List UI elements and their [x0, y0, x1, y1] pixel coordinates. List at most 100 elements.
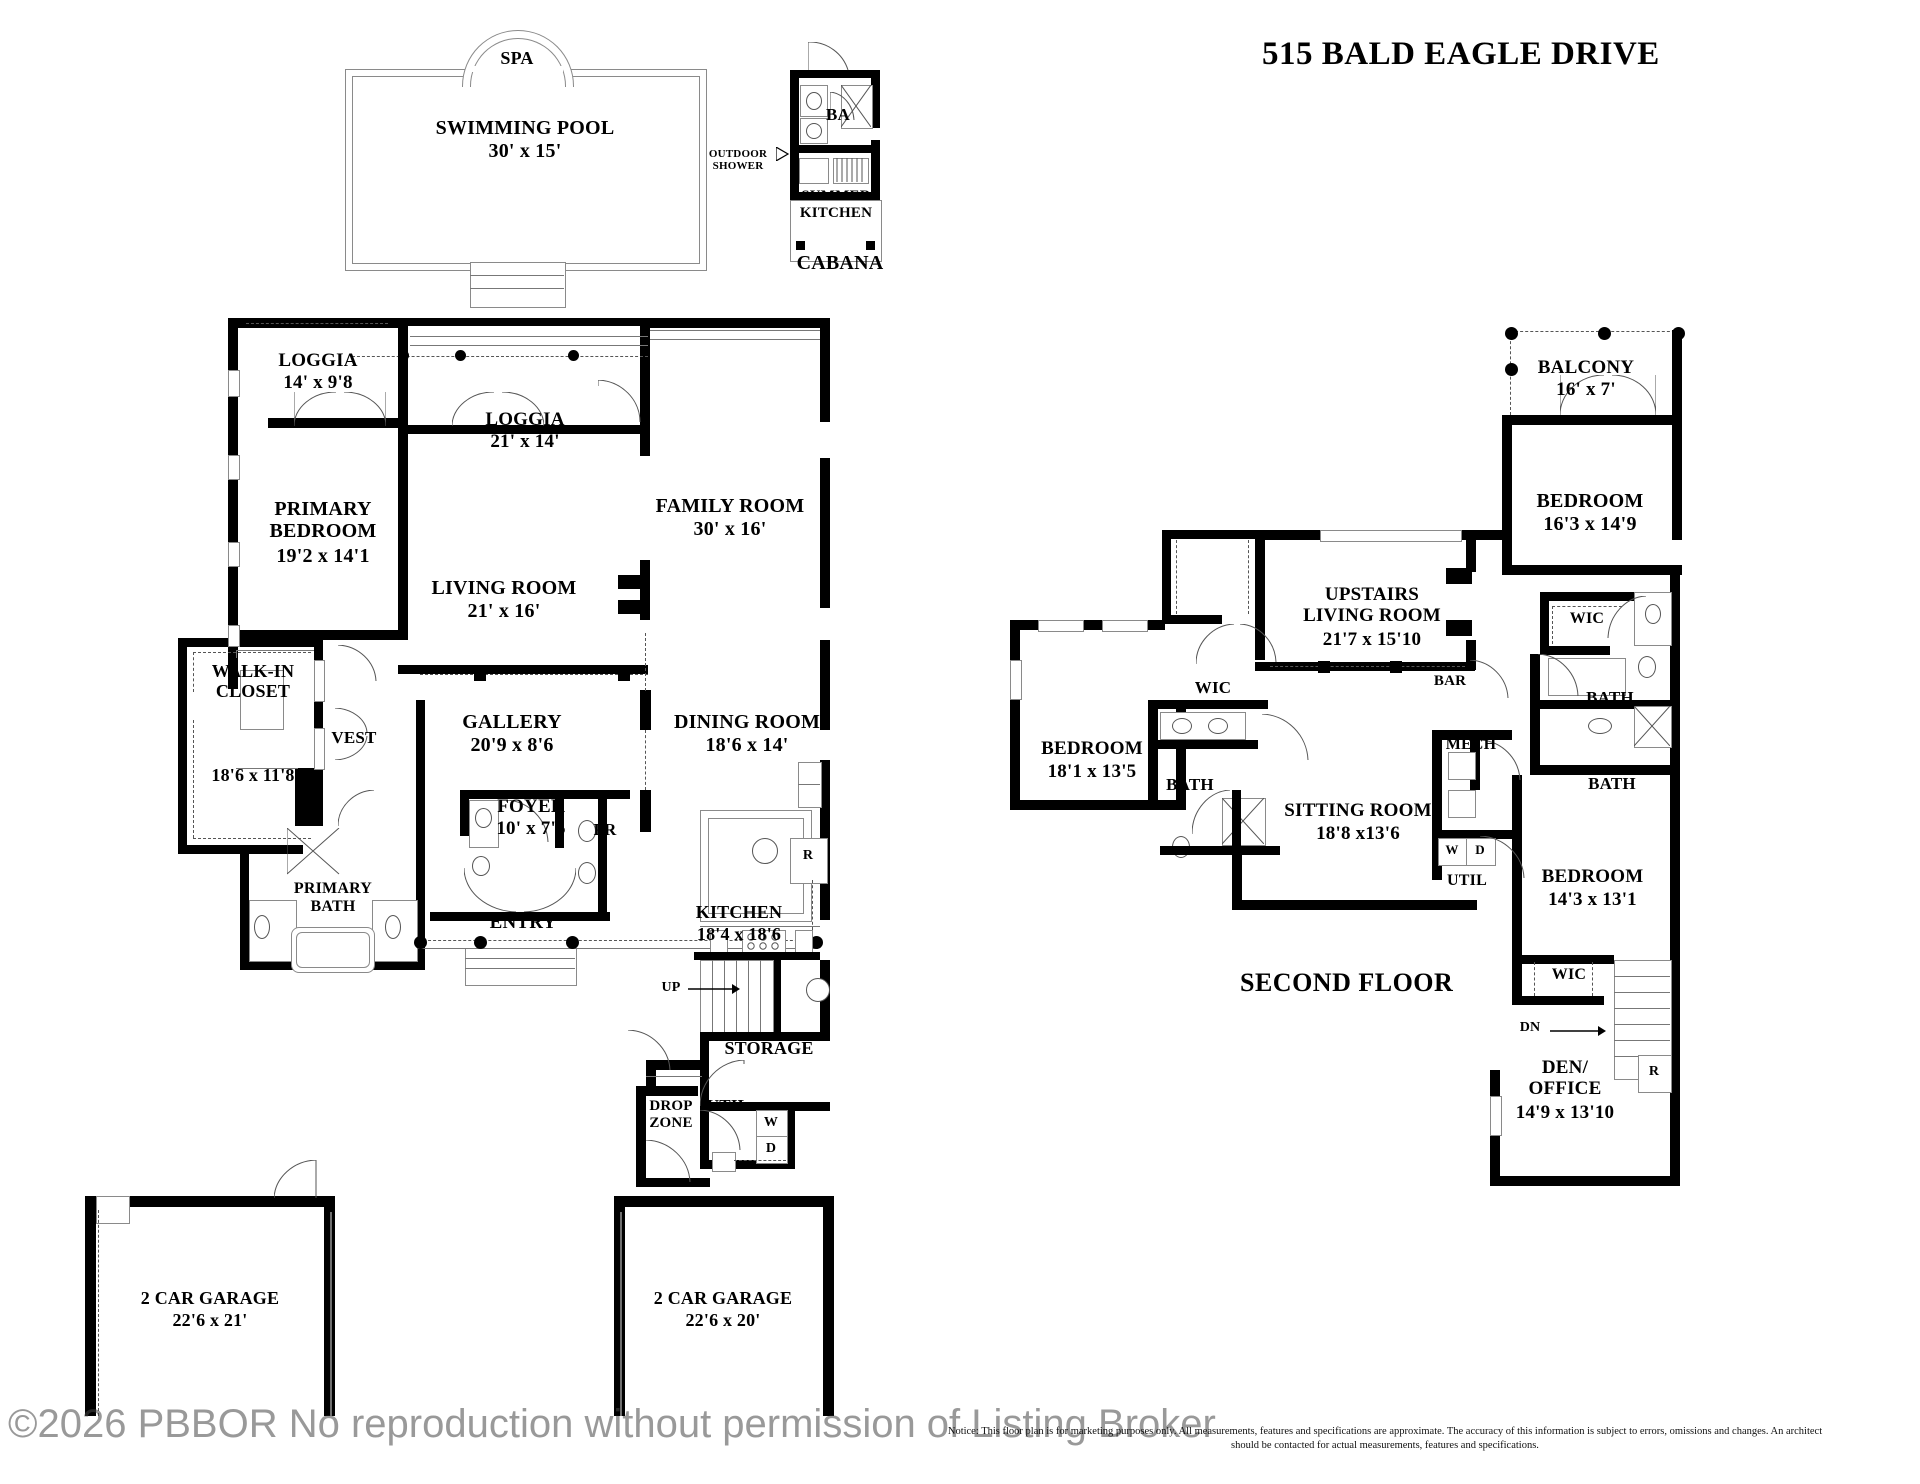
sf-br2-bath-top — [1148, 740, 1258, 749]
ff-dropzone-notch — [646, 1060, 708, 1070]
sf-label-wic-upper-right: WIC — [1569, 610, 1605, 627]
dryer-label: D — [765, 1141, 777, 1156]
ff-garage2-wall-right — [823, 1196, 834, 1416]
ff-family-beam2 — [650, 339, 820, 340]
room-gallery-name: GALLERY — [462, 711, 562, 733]
sf-bath2-door — [1192, 790, 1231, 834]
room-family-dims: 30' x 16' — [693, 518, 767, 540]
ff-foyer-wall-top — [460, 790, 630, 799]
vest-door-mid — [335, 708, 368, 760]
util-line — [734, 1160, 786, 1161]
room-foyer-name: FOYER — [497, 796, 565, 817]
stair-tread — [736, 960, 737, 1038]
sf-dryer-label: D — [1475, 842, 1485, 857]
room-gallery-dims: 20'9 x 8'6 — [470, 734, 554, 756]
sf-room-sitting-dims: 18'8 x13'6 — [1316, 823, 1400, 844]
ff-wall-loggia-bottom — [268, 418, 408, 428]
cabana-sink-bowl — [806, 92, 822, 110]
sf-sitting-wall-bottom — [1232, 900, 1477, 910]
ff-wall-left-4 — [228, 565, 238, 625]
room-garage2-dims: 22'6 x 20' — [685, 1310, 761, 1330]
dryer — [756, 1136, 788, 1164]
ff-pr-wall — [555, 790, 564, 848]
sf-ulr-wall-left — [1255, 530, 1265, 660]
util-door — [700, 1110, 741, 1151]
ff-wic-wall-top — [178, 638, 323, 647]
sf-label-mech: MECH — [1445, 736, 1497, 753]
wic-counter-v — [236, 650, 237, 658]
ff-foyer-wall-left — [460, 790, 469, 836]
sf-room-bedroom2-dims: 18'1 x 13'5 — [1047, 761, 1137, 782]
ff-foyer-wall-bottom — [430, 912, 610, 921]
sf-mech-door — [1480, 740, 1521, 781]
ff-util-wall-right — [786, 1102, 795, 1162]
kitchen-island-inner — [708, 818, 804, 914]
cabana-summer-kitchen-outline — [790, 200, 882, 262]
page-title: 515 BALD EAGLE DRIVE — [1262, 36, 1660, 72]
sf-label-wic-lower-right: WIC — [1551, 966, 1587, 983]
summer-kitchen-label: SUMMER KITCHEN — [799, 188, 873, 221]
sf-br1-wall-top — [1502, 415, 1682, 425]
sf-window-left-c — [1010, 660, 1022, 700]
stair-up-arrow-icon — [688, 984, 740, 994]
ff-dining-wall-left-a — [640, 690, 651, 730]
wic-counter — [236, 650, 314, 651]
wic-shelf — [193, 652, 311, 653]
room-loggia-large-dims: 21' x 14' — [490, 431, 560, 452]
ff-wic-wall-bottom — [178, 845, 303, 854]
sf-wic1-wall-left — [1540, 592, 1549, 654]
cabana-wall-right-upper — [871, 70, 880, 128]
room-loggia-large-name: LOGGIA — [485, 409, 565, 430]
stair-tread-dn — [1614, 1040, 1670, 1041]
den-fridge — [1638, 1055, 1672, 1093]
room-family-name: FAMILY ROOM — [655, 495, 805, 517]
sf-dryer — [1466, 838, 1496, 866]
balcony-column — [1598, 327, 1611, 340]
balcony-column — [1505, 363, 1518, 376]
sf-label-bath-upper-right: BATH — [1586, 688, 1634, 707]
ff-garage1-door-line — [330, 1212, 332, 1416]
bath1-tub — [1548, 658, 1626, 696]
loggia-french-door — [294, 392, 386, 426]
label-dn: DN — [1519, 1020, 1541, 1035]
kitchen-door — [628, 1030, 671, 1071]
ff-lr-fr-divider-c — [618, 600, 642, 614]
sf-bath1-wall-right — [1670, 575, 1680, 775]
sf-washer — [1438, 838, 1468, 866]
sf-label-util: UTIL — [1447, 872, 1487, 889]
ff-loggia-beam2 — [410, 345, 648, 346]
disclaimer-notice: Notice: This floor plan is for marketing… — [947, 1426, 1823, 1452]
sf-wic1-door — [1607, 596, 1646, 639]
cabana-wall-top — [790, 70, 880, 78]
sf-br2-wall-left — [1010, 620, 1020, 810]
stair-tread-dn — [1614, 1008, 1670, 1009]
wic1-shelf-v — [1552, 606, 1553, 644]
sf-ulr-wall-right-a — [1466, 540, 1476, 572]
toilet-icon — [806, 123, 822, 139]
mech-unit-b — [1448, 790, 1476, 818]
ff-pb-wall-right — [398, 418, 408, 640]
sf-room-bedroom1-dims: 16'3 x 14'9 — [1543, 513, 1637, 535]
garage1-entry-door — [274, 1160, 317, 1199]
loggia-column — [568, 350, 579, 361]
sf-label-bath-lower-right: BATH — [1588, 774, 1636, 793]
wic2-shelf-v2 — [1248, 540, 1249, 614]
entry-steps — [465, 948, 577, 986]
bath2-sink-a — [1172, 718, 1192, 734]
sf-ulr-wall-right-d — [1446, 620, 1472, 636]
loggia-column — [398, 350, 409, 361]
pool-steps — [470, 262, 566, 308]
sf-sitting-wall-left — [1232, 790, 1241, 850]
util-sink — [712, 1152, 736, 1172]
pr-sink — [475, 808, 492, 828]
washer-label: W — [763, 1115, 779, 1130]
wic-counter2 — [236, 768, 298, 769]
ff-center-wall-right — [640, 328, 650, 456]
sf-label-wic-center: WIC — [1194, 678, 1232, 697]
ff-util-wall-bottom — [700, 1160, 795, 1169]
ff-wic-wall-right-a — [314, 638, 323, 660]
sf-washer-label: W — [1445, 842, 1459, 857]
sf-bath1-div — [1540, 700, 1670, 709]
family-room-door — [598, 380, 641, 422]
